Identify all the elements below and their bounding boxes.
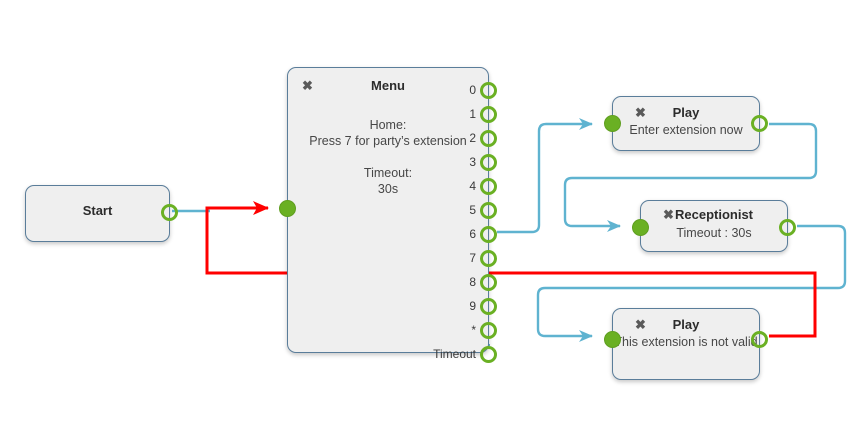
node-play1-subtitle: Enter extension now: [629, 123, 743, 137]
menu-port-3-label: 3: [469, 155, 476, 169]
node-receptionist-output-port[interactable]: [779, 219, 796, 236]
wire-menu7-to-play1: [497, 118, 593, 234]
close-icon[interactable]: ✖: [635, 317, 646, 332]
menu-port-5-label: 5: [469, 203, 476, 217]
node-play2-title: Play: [672, 317, 700, 332]
port-ring-icon[interactable]: [480, 321, 497, 339]
menu-port-7[interactable]: 7: [469, 246, 497, 270]
node-receptionist-input-port[interactable]: [632, 219, 649, 236]
menu-port-7-label: 7: [469, 251, 476, 265]
menu-port-6[interactable]: 6: [469, 222, 497, 246]
port-ring-icon[interactable]: [480, 177, 497, 195]
close-icon[interactable]: ✖: [302, 78, 313, 93]
node-play2-input-port[interactable]: [604, 331, 621, 348]
node-receptionist-subtitle: Timeout : 30s: [676, 226, 752, 240]
port-ring-icon[interactable]: [480, 153, 497, 171]
menu-port-1[interactable]: 1: [469, 102, 497, 126]
node-menu-input-port[interactable]: [279, 200, 296, 217]
menu-port-0-label: 0: [469, 83, 476, 97]
port-ring-icon[interactable]: [480, 297, 497, 315]
menu-port-6-label: 6: [469, 227, 476, 241]
menu-port-3[interactable]: 3: [469, 150, 497, 174]
menu-port-8-label: 8: [469, 275, 476, 289]
menu-port-timeout-label: Timeout: [433, 347, 476, 361]
node-play-enter-extension[interactable]: ✖ Play Enter extension now: [604, 96, 768, 151]
node-menu-body: Home: Press 7 for party’s extension Time…: [288, 117, 488, 197]
node-menu-line-0: Home:: [369, 118, 407, 132]
node-start[interactable]: Start: [25, 185, 178, 242]
menu-port-2[interactable]: 2: [469, 126, 497, 150]
node-play1-output-port[interactable]: [751, 115, 768, 132]
port-ring-icon[interactable]: [480, 345, 497, 363]
node-receptionist[interactable]: ✖ Receptionist Timeout : 30s: [632, 200, 796, 252]
menu-port-9[interactable]: 9: [469, 294, 497, 318]
menu-port-star[interactable]: *: [471, 318, 497, 342]
port-ring-icon[interactable]: [480, 273, 497, 291]
node-menu-line-2: Timeout:: [363, 166, 413, 180]
menu-port-5[interactable]: 5: [469, 198, 497, 222]
port-ring-icon[interactable]: [480, 249, 497, 267]
port-ring-icon[interactable]: [480, 81, 497, 99]
node-play2-subtitle: This extension is not valid: [614, 335, 758, 349]
port-ring-icon[interactable]: [480, 129, 497, 147]
close-icon[interactable]: ✖: [663, 207, 674, 222]
port-ring-icon[interactable]: [480, 105, 497, 123]
menu-port-2-label: 2: [469, 131, 476, 145]
node-menu-line-3: 30s: [377, 182, 399, 196]
node-start-output-port[interactable]: [161, 204, 178, 221]
menu-port-0[interactable]: 0: [469, 78, 497, 102]
menu-port-star-label: *: [471, 323, 476, 337]
node-menu-line-1: Press 7 for party’s extension: [309, 134, 467, 148]
node-play2-output-port[interactable]: [751, 331, 768, 348]
node-receptionist-title: Receptionist: [674, 207, 753, 222]
node-play-invalid-extension[interactable]: ✖ Play This extension is not valid: [604, 308, 768, 380]
menu-port-4-label: 4: [469, 179, 476, 193]
menu-port-timeout[interactable]: Timeout: [433, 342, 497, 366]
port-ring-icon[interactable]: [480, 201, 497, 219]
port-ring-icon[interactable]: [480, 225, 497, 243]
close-icon[interactable]: ✖: [635, 105, 646, 120]
menu-port-9-label: 9: [469, 299, 476, 313]
menu-port-1-label: 1: [469, 107, 476, 121]
node-play1-title: Play: [672, 105, 700, 120]
node-menu[interactable]: ✖ Menu Home: Press 7 for party’s extensi…: [279, 67, 497, 363]
menu-port-4[interactable]: 4: [469, 174, 497, 198]
menu-port-8[interactable]: 8: [469, 270, 497, 294]
node-play1-input-port[interactable]: [604, 115, 621, 132]
node-menu-title: Menu: [371, 78, 405, 93]
node-start-title: Start: [82, 203, 113, 218]
